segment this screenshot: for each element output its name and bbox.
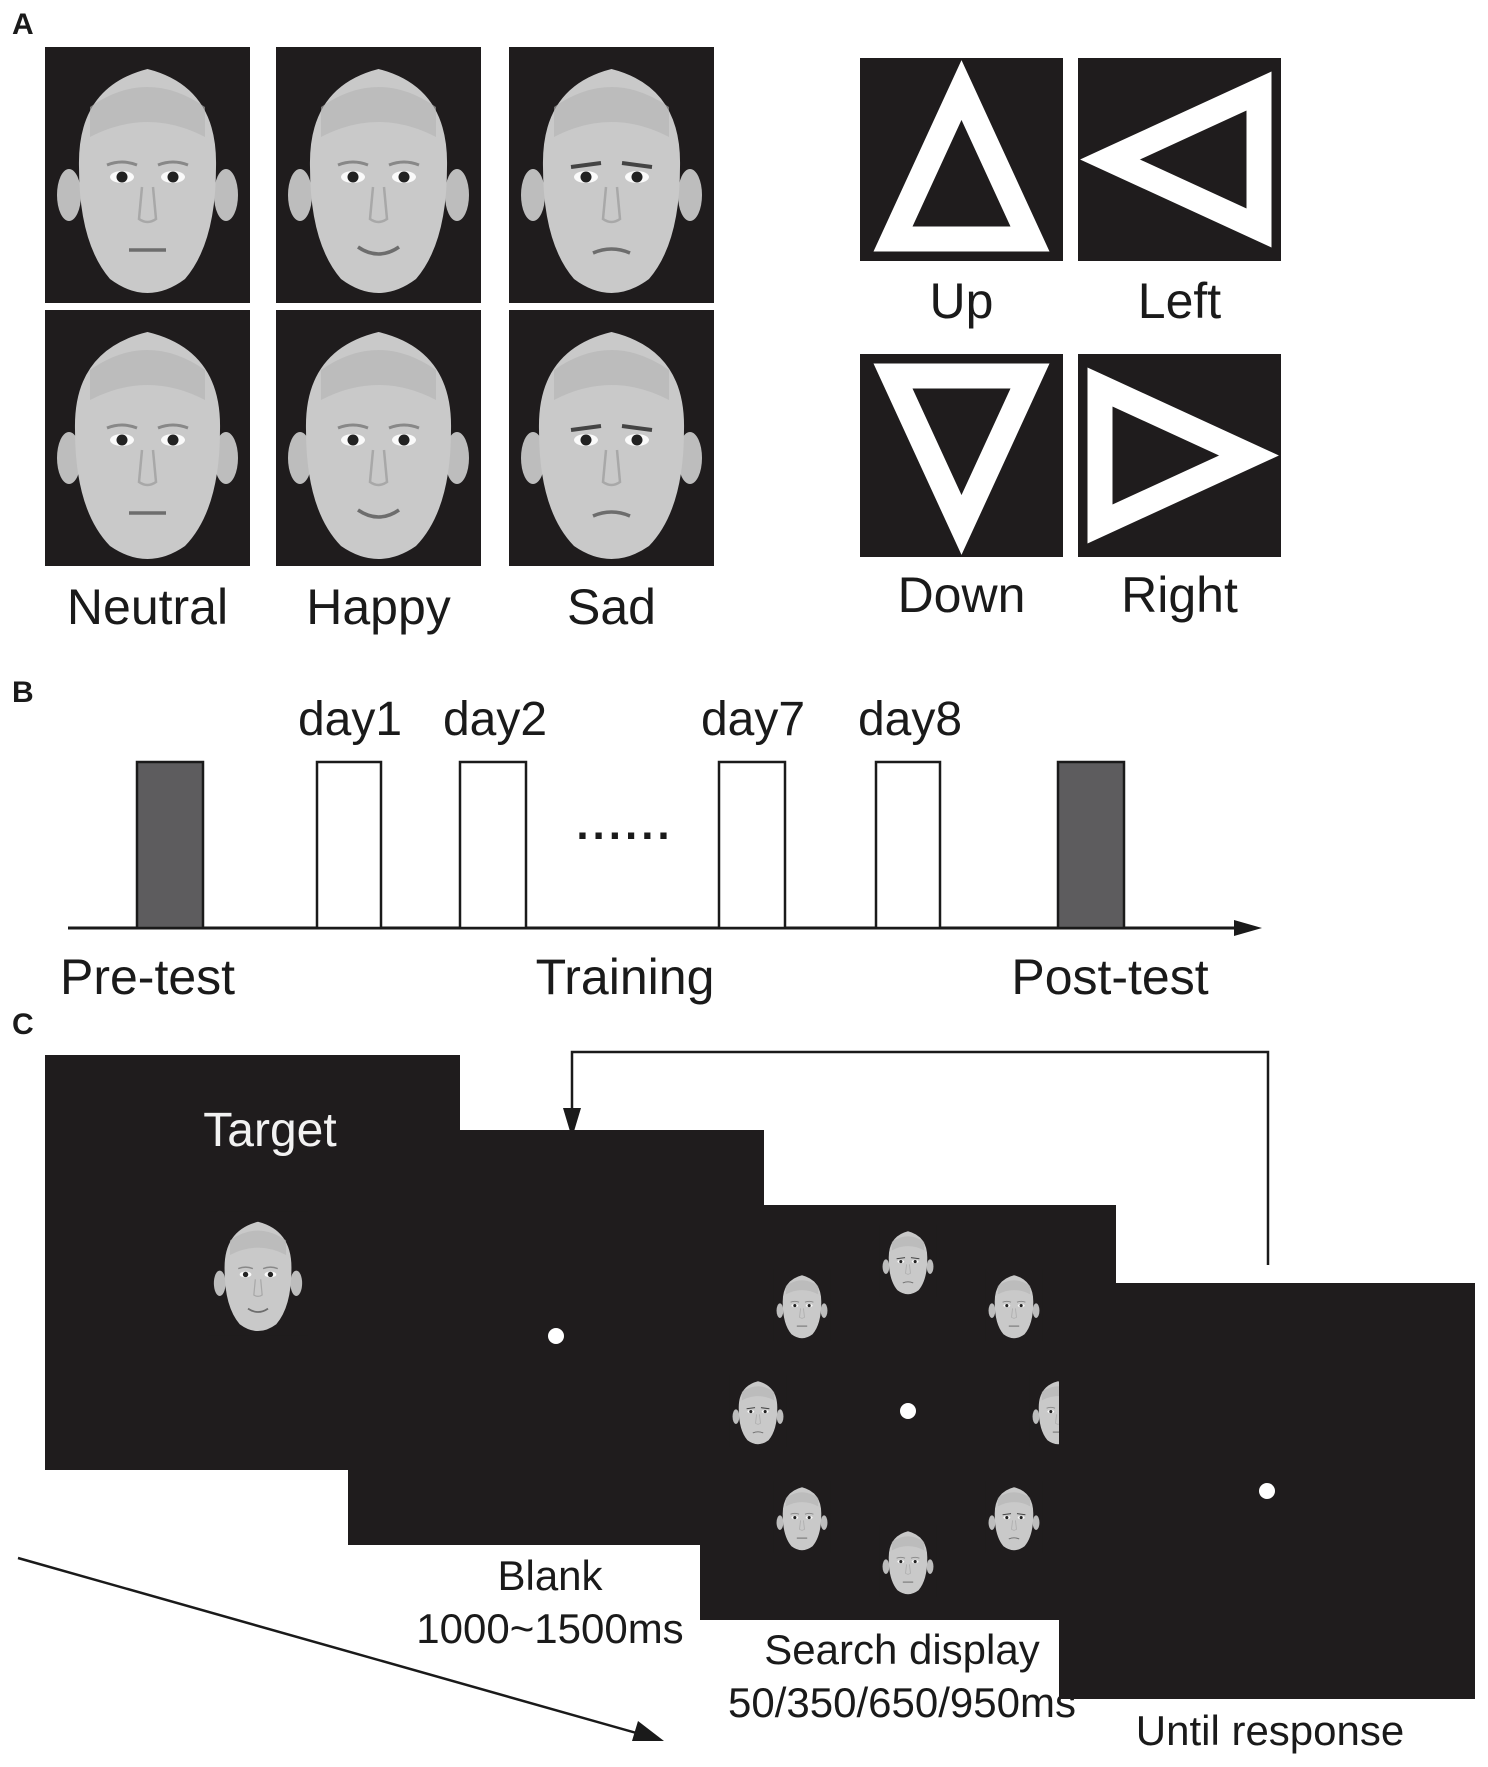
target-label: Target <box>203 1104 337 1157</box>
fixation-dot <box>548 1328 564 1344</box>
fixation-dot <box>900 1403 916 1419</box>
face-female-sad <box>509 47 714 303</box>
face-icon <box>509 47 714 303</box>
phase-posttest: Post-test <box>1011 949 1209 1005</box>
search-title: Search display <box>764 1626 1040 1673</box>
phase-training: Training <box>535 949 715 1005</box>
panel-label-a: A <box>12 8 34 41</box>
triangle-up-icon <box>873 60 1050 252</box>
face-icon <box>276 47 481 303</box>
fixation-dot <box>1259 1483 1275 1499</box>
posttest-bar <box>1056 760 1126 930</box>
blank-label: Blank 1000~1500ms <box>348 1550 752 1655</box>
axis-arrowhead-icon <box>1234 920 1262 936</box>
search-face-icon <box>985 1481 1043 1554</box>
face-female-neutral <box>45 47 250 303</box>
search-face-icon <box>879 1525 937 1597</box>
day-label-8: day8 <box>857 693 963 746</box>
loop-line <box>570 1050 1270 1265</box>
label-down: Down <box>897 567 1026 623</box>
blank-screen <box>348 1130 764 1545</box>
face-icon <box>45 310 250 566</box>
phase-pretest: Pre-test <box>60 949 236 1005</box>
triangle-right-icon <box>1087 367 1279 544</box>
time-line <box>17 1556 641 1736</box>
face-male-sad <box>509 310 714 566</box>
label-neutral: Neutral <box>66 579 229 635</box>
face-female-happy <box>276 47 481 303</box>
triangle-down-icon <box>873 363 1050 555</box>
timeline-ellipsis: ...... <box>576 800 674 849</box>
label-happy: Happy <box>306 579 451 635</box>
arrow-tile-right <box>1078 354 1281 557</box>
procedure-arrows <box>17 1050 1270 1741</box>
search-label: Search display 50/350/650/950ms <box>700 1624 1104 1729</box>
timeline <box>68 760 1262 936</box>
response-label: Until response <box>1135 1707 1405 1754</box>
panel-label-b: B <box>12 676 34 709</box>
triangle-left-icon <box>1080 71 1272 248</box>
training-bar-day8 <box>874 760 942 930</box>
day-label-1: day1 <box>297 693 403 746</box>
face-icon <box>45 47 250 303</box>
response-screen <box>1059 1283 1475 1699</box>
day-label-2: day2 <box>442 693 548 746</box>
search-face-icon <box>985 1268 1043 1341</box>
face-icon <box>509 310 714 566</box>
search-face-icon <box>879 1225 937 1297</box>
training-bar-day1 <box>315 760 383 930</box>
face-icon <box>276 310 481 566</box>
search-face-icon <box>773 1268 831 1341</box>
search-face-icon <box>729 1375 787 1447</box>
arrow-tile-left <box>1078 58 1281 261</box>
arrow-tile-up <box>860 58 1063 261</box>
pretest-bar <box>135 760 205 930</box>
training-bar-day7 <box>717 760 787 930</box>
face-male-happy <box>276 310 481 566</box>
search-duration: 50/350/650/950ms <box>728 1678 1076 1726</box>
search-display-screen <box>700 1205 1116 1620</box>
search-face-icon <box>773 1481 831 1554</box>
label-right: Right <box>1121 567 1238 623</box>
label-left: Left <box>1137 273 1222 329</box>
blank-duration: 1000~1500ms <box>416 1604 684 1652</box>
time-arrowhead-icon <box>632 1721 664 1741</box>
day-label-7: day7 <box>700 693 806 746</box>
panel-label-c: C <box>12 1008 34 1041</box>
face-male-neutral <box>45 310 250 566</box>
target-face-icon <box>208 1211 308 1336</box>
arrow-tile-down <box>860 354 1063 557</box>
blank-title: Blank <box>497 1552 603 1599</box>
training-bar-day2 <box>458 760 528 930</box>
label-sad: Sad <box>567 579 656 635</box>
label-up: Up <box>929 273 994 329</box>
loop-arrowhead-icon <box>563 1108 581 1138</box>
